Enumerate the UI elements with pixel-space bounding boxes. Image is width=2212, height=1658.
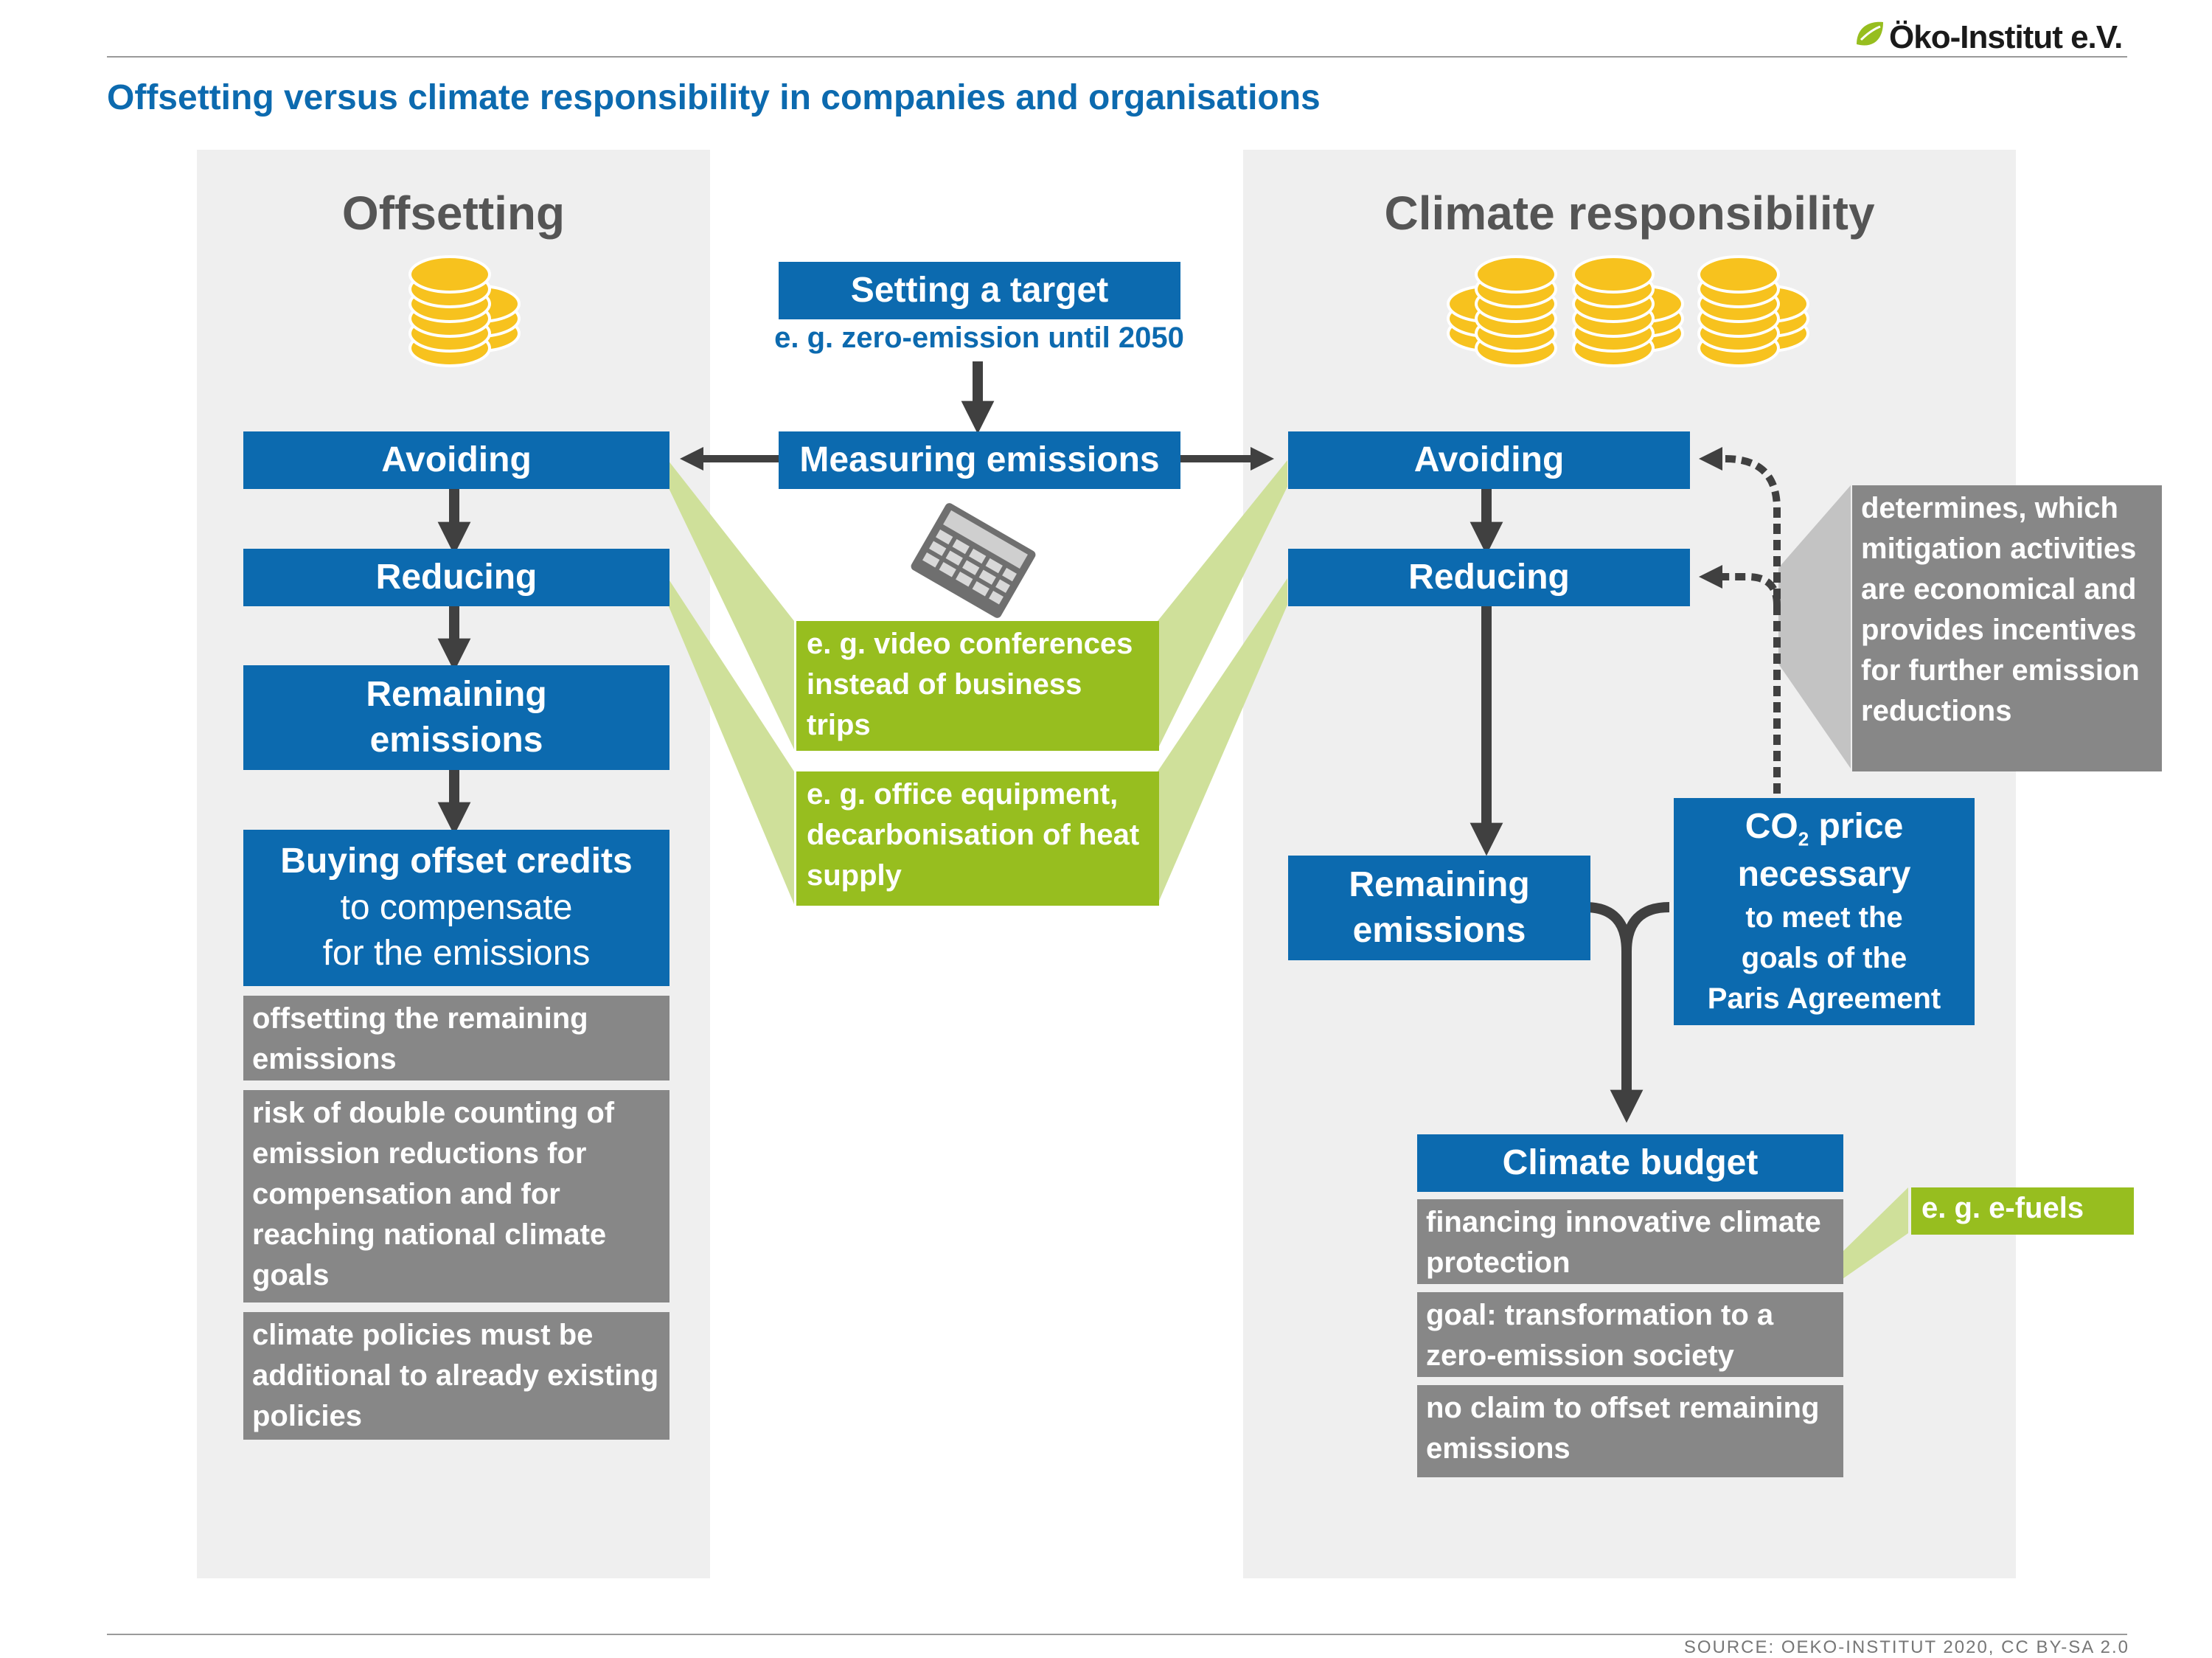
responsibility-reducing-box: Reducing	[1288, 549, 1690, 606]
dotted-feedback-reduce	[1711, 573, 1781, 606]
offsetting-note-3: climate policies must be additional to a…	[243, 1312, 669, 1440]
co2-price-detail: to meet the goals of the Paris Agreement	[1707, 901, 1941, 1016]
efuels-box: e. g. e-fuels	[1911, 1187, 2134, 1235]
budget-note-1: financing innovative climate protection	[1417, 1199, 1843, 1284]
example-avoid-box: e. g. video conferences instead of busin…	[796, 621, 1159, 751]
leaf-icon	[1857, 21, 1883, 46]
determines-callout: determines, which mitigation activities …	[1852, 485, 2162, 771]
budget-note-2: goal: transformation to a zero-emission …	[1417, 1292, 1843, 1377]
dotted-feedback-line	[1711, 455, 1781, 794]
buying-title: Buying offset credits	[280, 842, 633, 881]
offsetting-reducing-box: Reducing	[243, 549, 669, 606]
source-note: SOURCE: OEKO-INSTITUT 2020, CC BY-SA 2.0	[1683, 1637, 2129, 1657]
setting-target-sub: e. g. zero-emission until 2050	[774, 322, 1184, 354]
responsibility-remaining-box: Remaining emissions	[1288, 856, 1590, 960]
buying-offset-credits-box: Buying offset credits to compensate for …	[243, 830, 669, 986]
coin-icon-group	[1447, 255, 1809, 367]
efuels-funnel	[1840, 1187, 1908, 1280]
co2-price-box: CO2 price necessary to meet the goals of…	[1674, 798, 1975, 1025]
merge-connector	[1585, 902, 1670, 952]
buying-sub1: to compensate	[340, 887, 573, 927]
measuring-emissions-box: Measuring emissions	[779, 431, 1180, 489]
buying-sub2: for the emissions	[322, 934, 591, 974]
determines-funnel	[1778, 485, 1851, 769]
climate-responsibility-heading: Climate responsibility	[1384, 187, 1875, 240]
reduce-funnel-left	[668, 578, 794, 904]
logo: Öko-Institut e.V.	[1851, 15, 2131, 59]
avoid-funnel-left	[668, 460, 794, 749]
budget-note-3: no claim to offset remaining emissions	[1417, 1385, 1843, 1477]
offsetting-avoiding-box: Avoiding	[243, 431, 669, 489]
header-rule	[107, 56, 2127, 58]
page-title: Offsetting versus climate responsibility…	[107, 78, 1321, 117]
setting-target-box: Setting a target	[779, 262, 1180, 319]
co2-price-line1: CO2 price	[1745, 806, 1904, 850]
offsetting-note-1: offsetting the remaining emissions	[243, 996, 669, 1081]
footer-rule	[107, 1634, 2127, 1635]
example-reduce-box: e. g. office equipment, decarbonisation …	[796, 771, 1159, 906]
offsetting-heading: Offsetting	[341, 187, 566, 240]
logo-text: Öko-Institut e.V.	[1889, 19, 2123, 55]
coin-icon	[408, 255, 521, 367]
offsetting-note-2: risk of double counting of emission redu…	[243, 1090, 669, 1303]
co2-price-line2: necessary	[1737, 855, 1911, 894]
reduce-funnel-right	[1158, 578, 1287, 904]
offsetting-remaining-box: Remaining emissions	[243, 665, 669, 770]
avoid-funnel-right	[1158, 460, 1287, 749]
calculator-icon	[911, 503, 1036, 618]
responsibility-avoiding-box: Avoiding	[1288, 431, 1690, 489]
climate-budget-box: Climate budget	[1417, 1134, 1843, 1192]
